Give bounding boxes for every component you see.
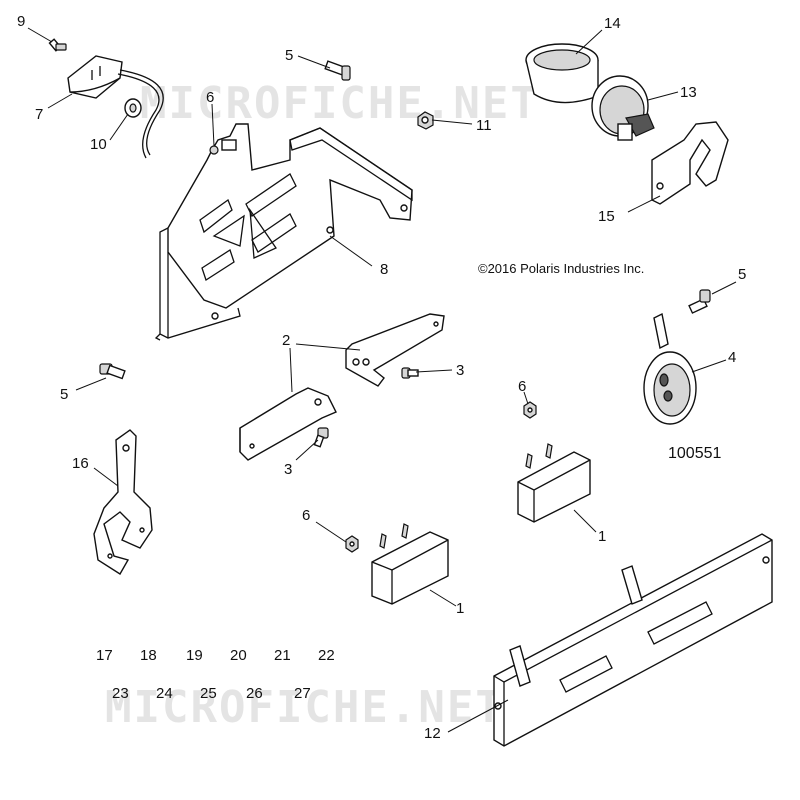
ref-26: 26 [246, 685, 263, 702]
part-9-screw [48, 38, 67, 52]
part-3-bolt-lower [313, 427, 329, 448]
ref-19: 19 [186, 647, 203, 664]
part-2-bracket-lower [239, 387, 337, 461]
callout-4: 4 [728, 349, 736, 366]
callout-6-lower: 6 [302, 507, 310, 524]
callout-16: 16 [72, 455, 89, 472]
callout-8: 8 [380, 261, 388, 278]
part-5-bolt-right [688, 289, 711, 314]
callout-5-left: 5 [60, 386, 68, 403]
part-2-bracket-upper [345, 313, 445, 387]
ref-21: 21 [274, 647, 291, 664]
callout-3-lower: 3 [284, 461, 292, 478]
part-16-bracket [93, 429, 153, 575]
part-1-lamp-right [517, 443, 591, 523]
callout-7: 7 [35, 106, 43, 123]
part-7-light-housing [67, 55, 123, 99]
callout-9: 9 [17, 13, 25, 30]
part-8-main-bracket [154, 123, 413, 341]
part-5-bolt-left [99, 363, 126, 380]
ref-17: 17 [96, 647, 113, 664]
part-10-washer [124, 98, 142, 118]
ref-27: 27 [294, 685, 311, 702]
callout-1-left: 1 [456, 600, 464, 617]
callout-6-middle: 6 [518, 378, 526, 395]
part-6-nut-middle [523, 401, 537, 419]
part-7-wire-inner [117, 73, 160, 159]
callout-6: 6 [206, 89, 214, 106]
callout-13: 13 [680, 84, 697, 101]
callout-5: 5 [285, 47, 293, 64]
ref-24: 24 [156, 685, 173, 702]
copyright-text: ©2016 Polaris Industries Inc. [478, 261, 644, 276]
part-7-wire [119, 69, 164, 156]
part-11-nut [417, 111, 434, 130]
callout-12: 12 [424, 725, 441, 742]
part-15-bracket [651, 121, 729, 205]
part-6-nut-lower [345, 535, 359, 553]
leader-lines [27, 27, 737, 733]
diagram-id: 100551 [668, 445, 721, 462]
watermark-top: MICROFICHE.NET [140, 78, 539, 129]
part-14-sleeve [525, 43, 599, 104]
callout-3-upper: 3 [456, 362, 464, 379]
callout-1-right: 1 [598, 528, 606, 545]
part-4-horn-disc [643, 312, 697, 425]
callout-10: 10 [90, 136, 107, 153]
ref-23: 23 [112, 685, 129, 702]
callout-15: 15 [598, 208, 615, 225]
watermark-bottom: MICROFICHE.NET [105, 682, 504, 733]
part-12-plate [493, 533, 773, 747]
part-1-lamp-left [371, 523, 449, 605]
callout-14: 14 [604, 15, 621, 32]
ref-22: 22 [318, 647, 335, 664]
ref-25: 25 [200, 685, 217, 702]
part-5-bolt-top [324, 60, 351, 81]
callout-2: 2 [282, 332, 290, 349]
callout-11: 11 [476, 117, 492, 134]
ref-18: 18 [140, 647, 157, 664]
ref-20: 20 [230, 647, 247, 664]
part-3-bolt-upper [401, 367, 419, 379]
part-13-horn [591, 75, 655, 141]
callout-5-right: 5 [738, 266, 746, 283]
